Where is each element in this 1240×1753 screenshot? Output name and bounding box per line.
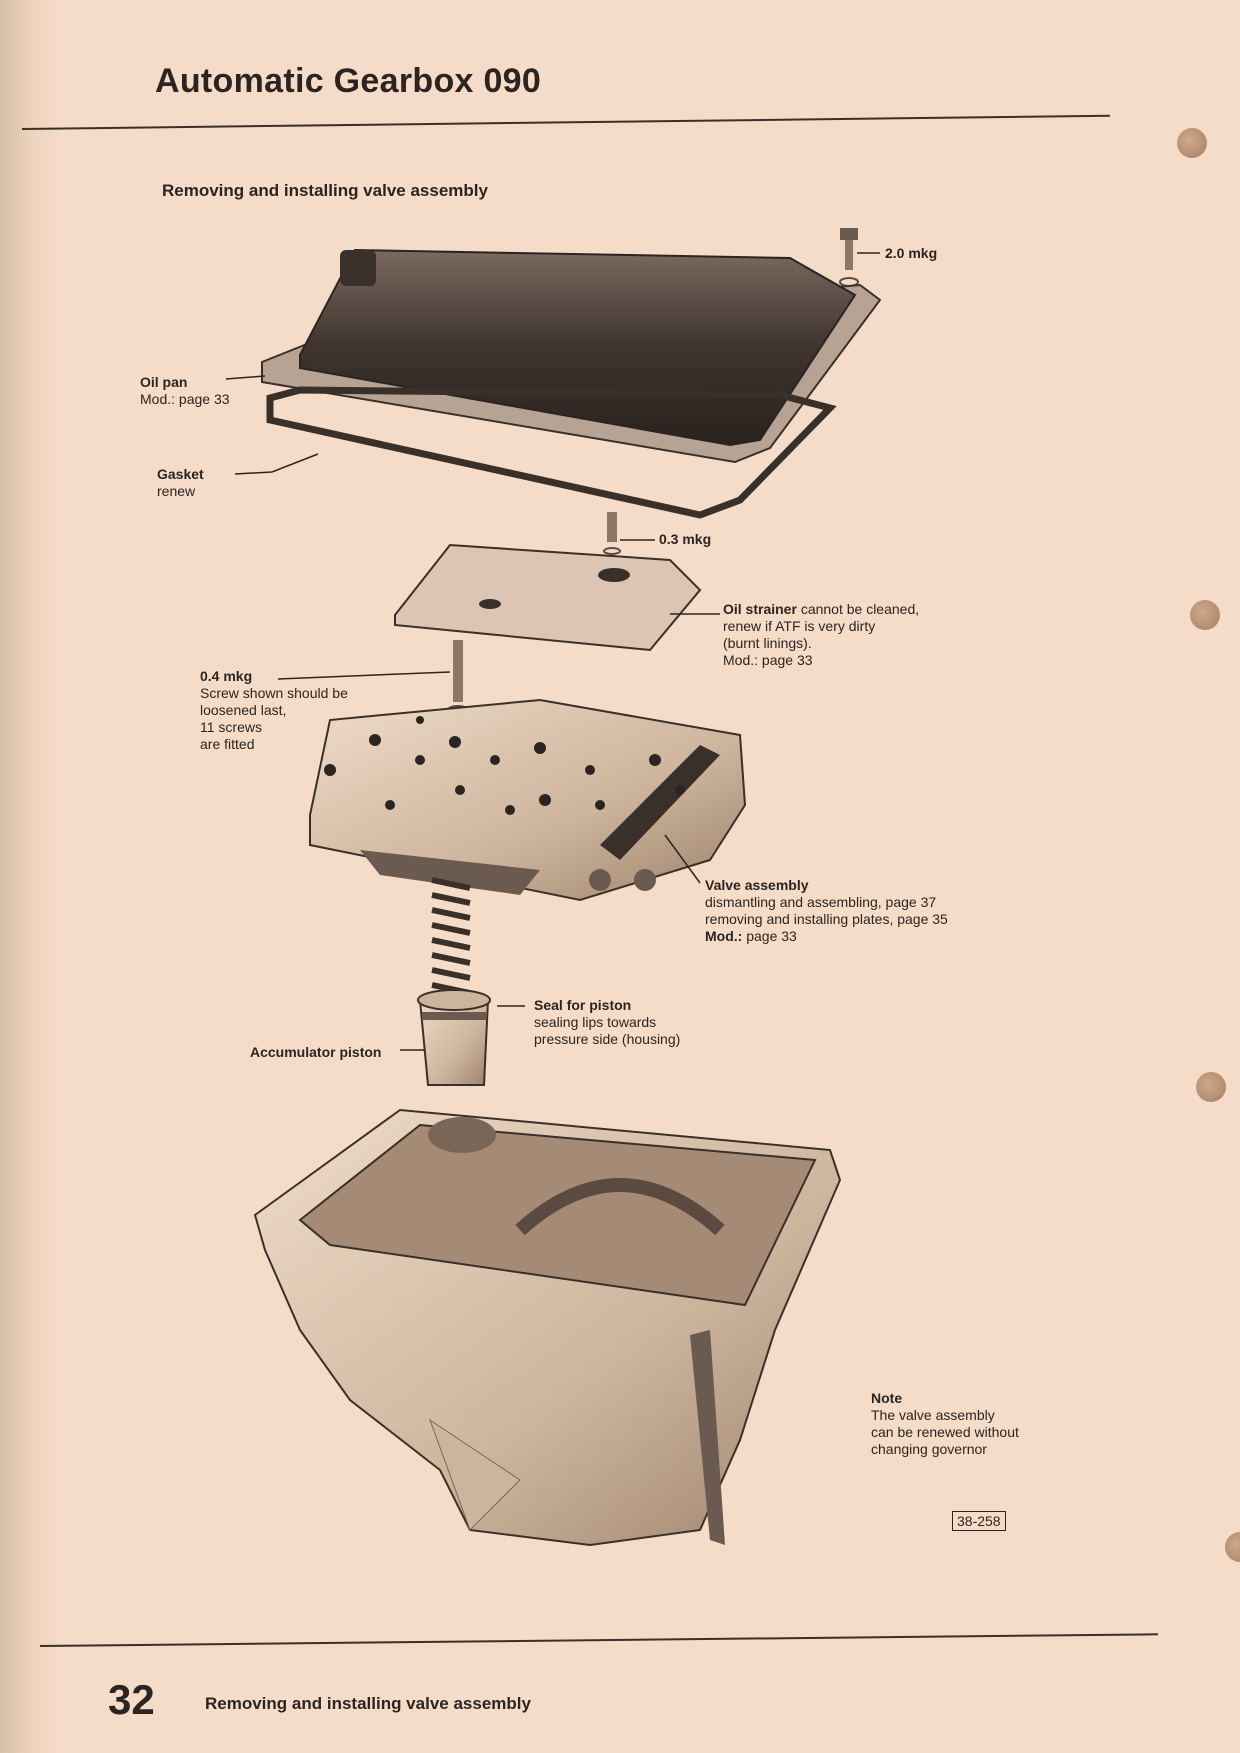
note-block: Note The valve assembly can be renewed w… (871, 1390, 1019, 1458)
screw-torque: 0.4 mkg (200, 668, 253, 684)
valve-assembly-line2: removing and installing plates, page 35 (705, 911, 948, 927)
footer-title: Removing and installing valve assembly (205, 1694, 531, 1713)
valve-screw-icon (447, 640, 469, 715)
oil-pan-note: Mod.: page 33 (140, 391, 230, 407)
gasket-label: Gasket renew (157, 466, 204, 500)
seal-line1: sealing lips towards (534, 1014, 657, 1030)
oil-strainer-line3: (burnt linings). (723, 635, 812, 651)
oil-strainer-line4: Mod.: page 33 (723, 652, 813, 668)
seal-name: Seal for piston (534, 997, 632, 1013)
figure-reference: 38-258 (952, 1511, 1006, 1531)
torque-strainer-label: 0.3 mkg (659, 531, 712, 547)
page-spine (0, 0, 62, 1753)
oil-pan-name: Oil pan (140, 374, 188, 390)
oil-pan-drawing (261, 248, 882, 519)
valve-assembly-label: Valve assembly dismantling and assemblin… (705, 877, 948, 945)
oil-strainer-line2: renew if ATF is very dirty (723, 618, 876, 634)
valve-assembly-mod-page: page 33 (746, 928, 797, 944)
valve-assembly-line1: dismantling and assembling, page 37 (705, 894, 937, 910)
bolt-icon (839, 228, 859, 287)
screw-line2: loosened last, (200, 702, 287, 718)
oil-strainer-label: Oil strainer cannot be cleaned, renew if… (723, 601, 919, 669)
gasket-note: renew (157, 483, 196, 499)
strainer-screw-icon (603, 512, 621, 555)
screw-line3: 11 screws (200, 719, 262, 735)
valve-assembly-name: Valve assembly (705, 877, 809, 893)
oil-strainer-line1: cannot be cleaned, (800, 601, 920, 617)
oil-pan-label: Oil pan Mod.: page 33 (140, 374, 230, 408)
screw-line1: Screw shown should be (200, 685, 348, 701)
note-line3: changing governor (871, 1441, 987, 1457)
page-number: 32 (108, 1676, 155, 1723)
page-title: Automatic Gearbox 090 (155, 62, 542, 100)
seal-line2: pressure side (housing) (534, 1031, 681, 1047)
screw-label: 0.4 mkg Screw shown should be loosened l… (200, 668, 348, 753)
gearbox-housing-drawing (253, 1108, 842, 1547)
oil-strainer-name: Oil strainer (723, 601, 797, 617)
oil-strainer-drawing (394, 543, 702, 652)
note-title: Note (871, 1390, 903, 1406)
leader-lines (225, 252, 880, 1051)
note-line2: can be renewed without (871, 1424, 1019, 1440)
accumulator-spring-drawing (431, 877, 471, 996)
gasket-name: Gasket (157, 466, 204, 482)
screw-line4: are fitted (200, 736, 255, 752)
torque-top-label: 2.0 mkg (885, 245, 938, 261)
accumulator-piston-drawing (417, 989, 491, 1086)
section-title: Removing and installing valve assembly (162, 181, 488, 200)
note-line1: The valve assembly (871, 1407, 995, 1423)
seal-label: Seal for piston sealing lips towards pre… (534, 997, 680, 1048)
valve-assembly-drawing (309, 698, 747, 902)
valve-assembly-mod: Mod.: (705, 928, 743, 944)
accumulator-piston-label: Accumulator piston (250, 1044, 382, 1060)
